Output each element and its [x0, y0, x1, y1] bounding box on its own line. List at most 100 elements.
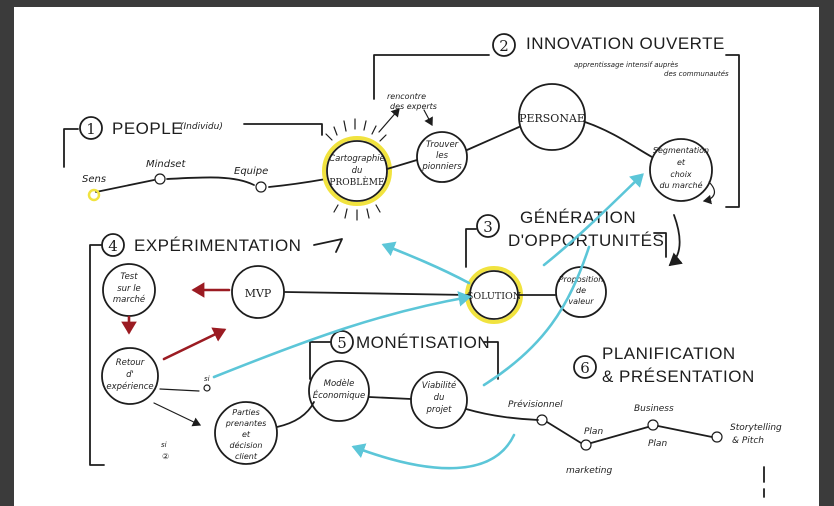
node-label-si: si: [161, 441, 167, 449]
node-label-line: de: [576, 286, 586, 295]
node-label-line: valeur: [568, 297, 594, 306]
node-label-line: & Pitch: [732, 436, 764, 446]
connector: [590, 426, 649, 444]
node-label-line: du: [352, 166, 363, 176]
section-title: & PRÉSENTATION: [602, 367, 755, 386]
node-retour-circle: [101, 347, 159, 405]
node-label-line: Proposition: [559, 275, 604, 284]
node-label-line: Modèle: [324, 378, 355, 389]
connector: [166, 176, 255, 186]
iteration-arrow: [381, 241, 471, 285]
connector: [368, 396, 412, 400]
section-title: PLANIFICATION: [602, 344, 736, 363]
node-label-line: expérience: [106, 381, 153, 392]
section-number: 6: [580, 359, 590, 377]
node-personae-circle: [518, 83, 586, 151]
arrow: [702, 181, 716, 205]
connector: [95, 179, 155, 193]
small-dot: [203, 384, 211, 392]
section-monetisation: 5 MONÉTISATION: [309, 330, 499, 380]
bracket-line: [373, 54, 490, 100]
section-number-circle: [476, 214, 500, 238]
node-cartographie: Cartographie du PROBLÈME: [322, 118, 392, 221]
node-dot-storytelling: [711, 431, 723, 443]
section-number-circle: [330, 330, 354, 354]
node-dot-mindset: [154, 173, 166, 185]
bracket-line: [63, 128, 79, 168]
node-label-line: marketing: [566, 466, 612, 476]
connector: [386, 159, 418, 170]
section-note: apprentissage intensif auprès: [574, 61, 679, 69]
bracket-line: [309, 341, 331, 380]
node-label-line: PROBLÈME: [329, 176, 384, 188]
bracket-line: [243, 123, 323, 136]
section-number-circle: [492, 33, 516, 57]
node-label-personae: PERSONAE: [519, 112, 585, 125]
node-label-line: Parties: [232, 408, 259, 417]
iteration-arrow: [482, 245, 591, 387]
node-label-line: les: [436, 151, 449, 161]
section-experimentation: 4 EXPÉRIMENTATION: [89, 233, 343, 466]
node-label-line: du marché: [659, 180, 702, 190]
section-title: EXPÉRIMENTATION: [134, 236, 301, 255]
node-label-line: Business: [634, 404, 674, 414]
node-label-mindset: Mindset: [146, 159, 186, 170]
bracket-line: [89, 244, 105, 466]
node-dot-plan-marketing: [580, 439, 592, 451]
pivot-arrow: [162, 327, 227, 361]
node-label-line: Trouver: [426, 140, 459, 150]
node-label-line: Storytelling: [730, 423, 782, 433]
section-title: GÉNÉRATION: [520, 208, 636, 227]
section-title: MONÉTISATION: [356, 333, 490, 352]
node-label-line: projet: [425, 405, 452, 415]
node-dot-sens: [87, 188, 101, 202]
iteration-arrow: [351, 433, 516, 470]
node-modele-circle: [308, 360, 370, 422]
arrow: [668, 214, 683, 267]
section-number: 4: [108, 237, 118, 255]
node-viabilite-circle: [410, 371, 468, 429]
node-label-line: Segmentation: [653, 146, 709, 155]
node-label-solution: SOLUTION: [467, 291, 521, 302]
section-title: D'OPPORTUNITÉS: [508, 231, 664, 250]
arrow: [153, 402, 202, 427]
node-parties-circle: [214, 401, 278, 465]
node-mvp-circle: [231, 265, 285, 319]
node-label-line: et: [242, 430, 251, 439]
node-label-equipe: Equipe: [234, 166, 268, 177]
connector: [466, 126, 520, 151]
bracket-line: [483, 341, 499, 380]
section-planification: 6 PLANIFICATION & PRÉSENTATION: [573, 344, 755, 386]
section-people: 1 PEOPLE (Individu): [63, 116, 323, 168]
node-label-si: ②: [162, 452, 169, 461]
section-title: PEOPLE: [112, 119, 183, 138]
node-segmentation-circle: [649, 138, 713, 202]
section-number: 2: [499, 37, 509, 55]
node-label-rencontre: rencontre: [387, 92, 426, 101]
section-number-circle: [79, 116, 103, 140]
connector: [276, 401, 315, 428]
node-label-line: décision: [230, 440, 263, 450]
node-label-line: Plan: [584, 427, 603, 437]
section-number-circle: [573, 355, 597, 379]
node-dot-previsionnel: [536, 414, 548, 426]
section-number: 5: [337, 334, 347, 352]
section-title: INNOVATION OUVERTE: [526, 34, 725, 53]
bracket-line: [653, 232, 667, 258]
node-label-line: Cartographie: [329, 154, 385, 164]
node-label-line: marché: [113, 294, 145, 305]
node-label-line: Plan: [648, 439, 667, 449]
connector: [657, 425, 713, 438]
node-label-line: Test: [120, 272, 138, 282]
iteration-arrow: [542, 173, 644, 267]
bracket-line: [313, 238, 343, 253]
sketch-sheet: 1 PEOPLE (Individu) Sens Mindset Equipe …: [14, 7, 819, 506]
node-label-line: et: [677, 158, 686, 167]
section-number: 3: [483, 218, 493, 236]
connector: [284, 291, 470, 296]
connector: [546, 421, 582, 444]
sun-rays: [325, 118, 387, 221]
node-label-line: sur le: [117, 284, 141, 294]
section-innovation: 2 INNOVATION OUVERTE apprentissage inten…: [373, 33, 740, 208]
